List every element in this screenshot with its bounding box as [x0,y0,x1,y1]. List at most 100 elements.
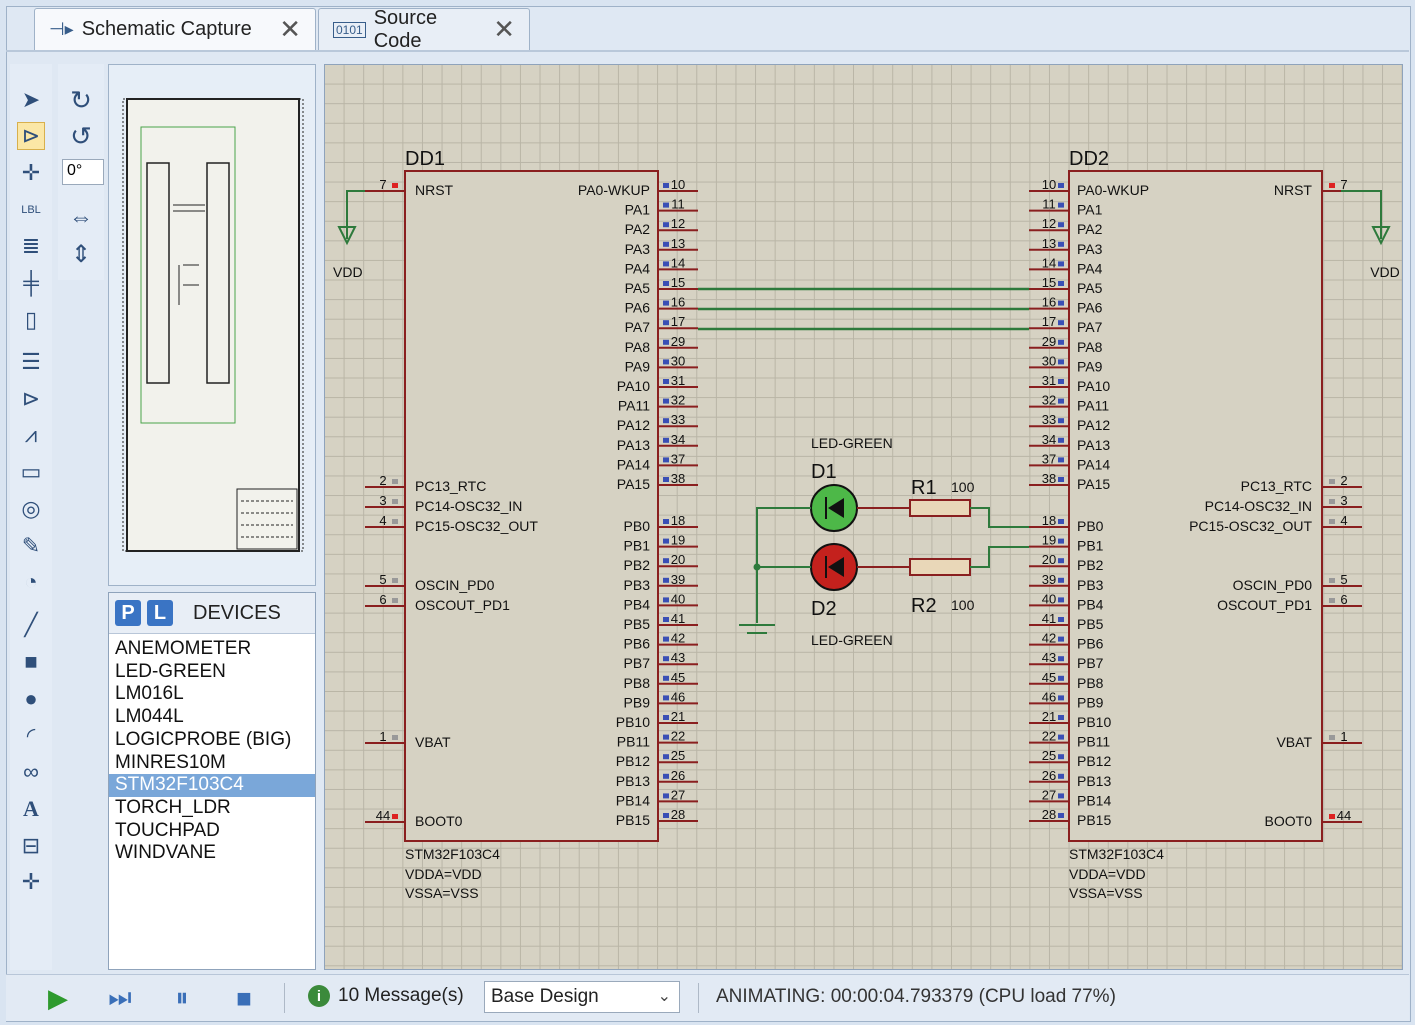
arc-icon[interactable]: ◜ [26,723,36,748]
pin-marker [663,597,669,603]
pin-marker [663,320,669,326]
rotate-clockwise-icon[interactable]: ↻ [70,84,92,115]
status-bar: ▶ ⏭ ⏸ ■ i 10 Message(s) Base Design ⌄ AN… [6,974,1409,1021]
line-icon[interactable]: ╱ [24,612,38,637]
pin-name: PA0-WKUP [1077,182,1149,198]
pin-number: 39 [671,572,685,587]
box-icon[interactable]: ■ [24,649,38,674]
device-list-item[interactable]: LM016L [115,683,184,705]
info-icon: i [308,985,330,1007]
pin-marker [1058,793,1064,799]
pin-number: 42 [671,631,685,646]
close-icon[interactable]: ✕ [279,14,301,44]
pin-number: 18 [671,513,685,528]
pin-number: 31 [671,373,685,388]
selection-mode-icon[interactable]: ➤ [21,87,41,112]
stop-button[interactable]: ■ [236,982,252,1013]
flip-horizontal-icon[interactable]: ⇔ [69,204,93,231]
pin-name: PB5 [624,616,651,632]
buses-icon[interactable]: ╪ [23,270,39,295]
r1-value: 100 [951,479,975,495]
pin-number: 27 [671,787,685,802]
pin-name: OSCIN_PD0 [1233,577,1313,593]
device-pins-icon[interactable]: ⊳ [21,386,41,411]
device-list-item[interactable]: TOUCHPAD [115,819,220,841]
wire-label-icon[interactable]: LBL [21,204,41,216]
device-list-item[interactable]: TORCH_LDR [115,796,231,818]
pin-marker [663,437,669,443]
pin-name: VBAT [1276,734,1312,750]
pin-name: PC13_RTC [1241,478,1312,494]
virtual-instruments-icon[interactable]: ◔ [24,569,38,594]
pin-marker [1058,320,1064,326]
dd2-ref: DD2 [1069,148,1109,170]
messages-indicator[interactable]: i 10 Message(s) [308,985,464,1007]
device-list-item[interactable]: STM32F103C4 [109,774,315,797]
pin-name: BOOT0 [1265,813,1313,829]
pin-name: PA13 [617,437,650,453]
tab-schematic-capture[interactable]: ⊣▸ Schematic Capture ✕ [34,8,316,50]
pick-devices-button[interactable]: P [115,600,141,626]
r2-resistor [909,558,971,576]
pin-number: 12 [1042,216,1056,231]
device-list-item[interactable]: ANEMOMETER [115,638,252,659]
pin-name: PB14 [1077,792,1111,808]
pin-marker [663,379,669,384]
pin-name: PA3 [1077,241,1103,257]
pin-marker [1329,519,1335,524]
dd1-part: STM32F103C4 [405,846,500,862]
rotate-anticlockwise-icon[interactable]: ↺ [70,120,92,151]
device-list-item[interactable]: LM044L [115,706,184,728]
text-icon[interactable]: A [23,796,39,821]
step-button[interactable]: ⏭ [108,982,132,1012]
junction-dot-icon[interactable]: ✛ [21,160,41,185]
closed-path-icon[interactable]: ∞ [23,759,39,784]
flip-vertical-icon[interactable]: ⇕ [70,240,92,268]
rotation-angle-field[interactable]: 0° [62,159,104,185]
pin-name: PA11 [618,398,650,414]
pin-name: PB9 [1077,694,1104,710]
device-list-item[interactable]: LOGICPROBE (BIG) [115,728,292,750]
component-mode-icon[interactable]: ⊳ [17,122,45,150]
text-script-icon[interactable]: ≣ [21,233,41,258]
pin-name: PB10 [1077,714,1111,730]
subcircuit-icon[interactable]: ▯ [24,307,38,332]
pin-marker [1058,617,1064,622]
device-list-item[interactable]: LED-GREEN [115,660,226,682]
circle-icon[interactable]: ● [24,686,38,711]
pin-name: PA10 [1077,378,1110,394]
pin-name: PA8 [625,339,651,355]
tape-recorder-icon[interactable]: ▭ [20,459,42,484]
marker-icon[interactable]: ✛ [21,869,41,894]
pin-marker [663,813,669,818]
pin-number: 2 [379,473,386,488]
tab-source-code[interactable]: 0101 Source Code ✕ [318,7,530,52]
overview-window[interactable] [108,64,316,586]
graph-icon[interactable]: ⩘ [24,422,38,447]
vdd-wire [346,190,365,239]
pin-number: 29 [671,334,685,349]
pause-button[interactable]: ⏸ [175,982,189,1012]
close-icon[interactable]: ✕ [493,14,515,44]
pin-marker [663,222,669,228]
pin-name: PA4 [625,260,651,276]
terminals-icon[interactable]: ☰ [21,349,41,374]
pin-number: 10 [671,177,685,192]
pin-number: 13 [671,236,685,251]
pin-marker [663,538,669,544]
device-list-item[interactable]: MINRES10M [115,751,226,773]
pin-name: PB0 [624,518,651,534]
device-list-item[interactable]: WINDVANE [115,842,216,864]
pin-marker [663,202,669,208]
play-button[interactable]: ▶ [48,982,68,1013]
symbol-icon[interactable]: ⊟ [21,833,41,858]
pin-marker [663,577,669,583]
library-manager-button[interactable]: L [147,600,173,626]
generator-icon[interactable]: ◎ [21,496,41,521]
voltage-probe-icon[interactable]: ✎ [21,533,41,558]
pin-name: PA8 [1077,339,1103,355]
design-selector[interactable]: Base Design ⌄ [484,981,680,1013]
pin-name: PB8 [1077,675,1104,691]
